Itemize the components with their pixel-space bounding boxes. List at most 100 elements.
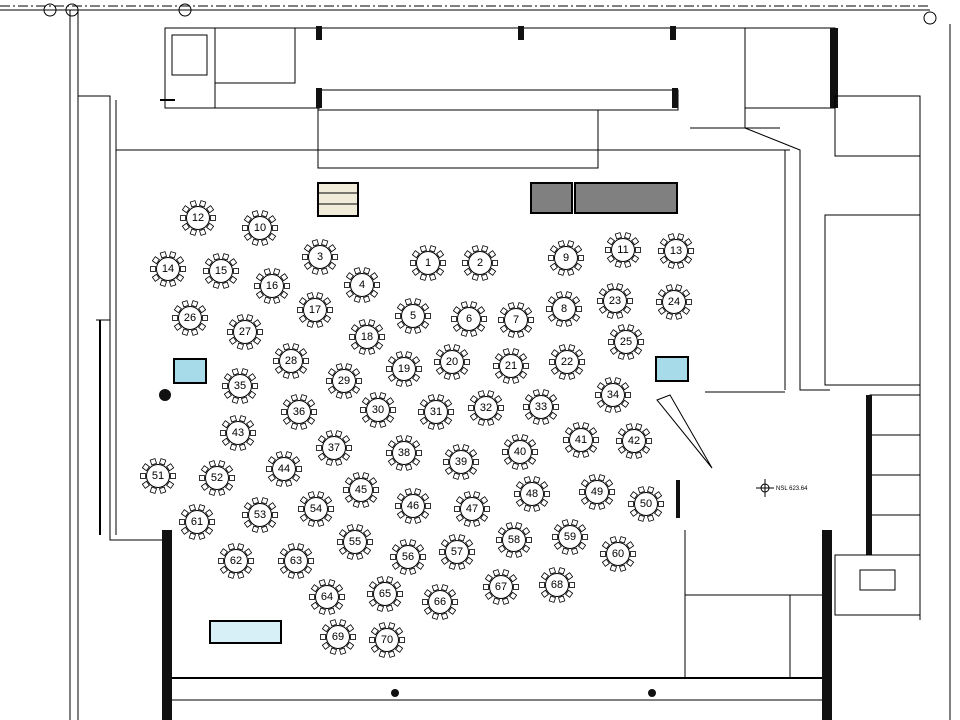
chair [460, 366, 469, 375]
table-number: 13 [670, 245, 682, 257]
chair [416, 450, 422, 456]
chair [483, 584, 489, 590]
stage-platform [317, 182, 359, 217]
chair [166, 480, 175, 489]
chair [540, 589, 549, 598]
table-53: 53 [242, 497, 278, 533]
table-number: 46 [407, 500, 419, 512]
chair [228, 336, 237, 345]
chair [477, 323, 486, 332]
chair [278, 558, 284, 564]
table-number: 34 [607, 389, 619, 401]
chair [462, 260, 468, 266]
table-5: 5 [395, 298, 431, 334]
table-top [343, 530, 367, 554]
chair [287, 571, 296, 579]
chair [412, 457, 421, 466]
table-19: 19 [386, 351, 422, 387]
chair [188, 532, 197, 540]
chair [410, 260, 416, 266]
chair [378, 420, 387, 428]
chair [440, 584, 449, 592]
table-3: 3 [302, 239, 338, 275]
chair [282, 416, 291, 425]
chair [299, 365, 308, 374]
chair [492, 260, 498, 266]
chair [448, 589, 457, 598]
table-top [248, 503, 272, 527]
chair [413, 298, 422, 306]
chair [179, 519, 185, 525]
chair [604, 405, 613, 413]
chair [514, 491, 520, 497]
chair [469, 549, 475, 555]
chair [575, 366, 584, 375]
table-top [520, 482, 544, 506]
elevation-marker: NSL 623.64 [756, 479, 808, 497]
chair [608, 339, 614, 345]
chair [346, 641, 355, 650]
table-top [392, 357, 416, 381]
table-number: 25 [620, 336, 632, 348]
chair [654, 491, 663, 500]
chair [540, 572, 549, 581]
chair [395, 435, 404, 443]
chair [268, 519, 277, 528]
chair [411, 250, 420, 259]
chair [396, 320, 405, 329]
chair [503, 456, 512, 465]
chair [480, 513, 489, 522]
table-45: 45 [343, 472, 379, 508]
chair [469, 329, 478, 337]
table-7: 7 [498, 302, 534, 338]
chair [605, 496, 614, 505]
chair [238, 443, 247, 451]
chair [181, 300, 190, 308]
chair [507, 302, 516, 310]
chair [236, 571, 245, 579]
chair [150, 266, 156, 272]
chair [412, 440, 421, 449]
table-6: 6 [451, 301, 487, 337]
table-9: 9 [548, 240, 584, 276]
chair [634, 346, 643, 355]
chair [209, 519, 215, 525]
chair [436, 267, 445, 276]
chair [303, 261, 312, 270]
chair [252, 383, 258, 389]
table-top [186, 206, 210, 230]
chair [376, 604, 385, 612]
chair [188, 504, 197, 512]
chair [180, 266, 186, 272]
table-68: 68 [539, 567, 575, 603]
chair [498, 405, 504, 411]
table-number: 15 [215, 265, 227, 277]
table-number: 63 [290, 555, 302, 567]
chair [279, 548, 288, 557]
chair [208, 460, 217, 468]
chair [204, 258, 213, 267]
table-number: 21 [505, 360, 517, 372]
chair [519, 353, 528, 362]
table-number: 33 [535, 401, 547, 413]
chair [344, 363, 353, 371]
chair [316, 491, 325, 499]
chair [658, 248, 664, 254]
table-27: 27 [227, 314, 263, 350]
chair [557, 268, 566, 276]
chair [484, 506, 490, 512]
chair [615, 311, 624, 319]
table-number: 10 [254, 222, 266, 234]
table-26: 26 [172, 300, 208, 336]
table-number: 31 [430, 406, 442, 418]
chair [260, 238, 269, 246]
chair [170, 473, 176, 479]
chair [227, 543, 236, 551]
chair [484, 574, 493, 583]
chair [452, 372, 461, 380]
chair [469, 449, 478, 458]
chair [614, 260, 623, 268]
chair [473, 459, 479, 465]
chair [488, 250, 497, 259]
chair [370, 627, 379, 636]
